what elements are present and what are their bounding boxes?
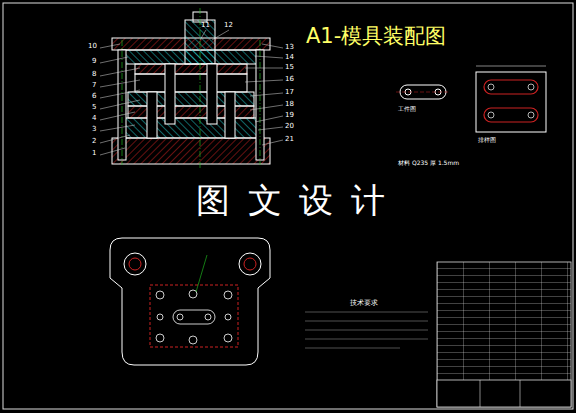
material-note: 材料 Q235 厚 1.5mm [398,160,459,166]
callout-number: 9 [92,58,96,65]
callout-number: 14 [285,54,294,61]
note-heading: 技术要求 [350,300,378,307]
view-label: 工件图 [398,106,416,112]
callout-number: 17 [285,89,294,96]
callout-number: 21 [285,136,294,143]
callout-number: 18 [285,101,294,108]
drawing-title: A1-模具装配图 [306,26,446,47]
callout-number: 6 [92,93,96,100]
callout-number: 15 [285,64,294,71]
callout-number: 16 [285,76,294,83]
view-label: 排样图 [478,137,496,143]
watermark: 图 文 设 计 [196,183,388,217]
callout-number: 1 [92,150,96,157]
callout-number: 4 [92,115,96,122]
callout-number: 10 [88,43,97,50]
callout-number: 20 [285,123,294,130]
callout-number: 2 [92,138,96,145]
callout-number: 11 [201,22,210,29]
callout-number: 3 [92,126,96,133]
callout-number: 7 [92,82,96,89]
callout-number: 5 [92,104,96,111]
callout-number: 8 [92,71,96,78]
callout-number: 19 [285,112,294,119]
callout-number: 12 [224,22,233,29]
callout-number: 13 [285,44,294,51]
